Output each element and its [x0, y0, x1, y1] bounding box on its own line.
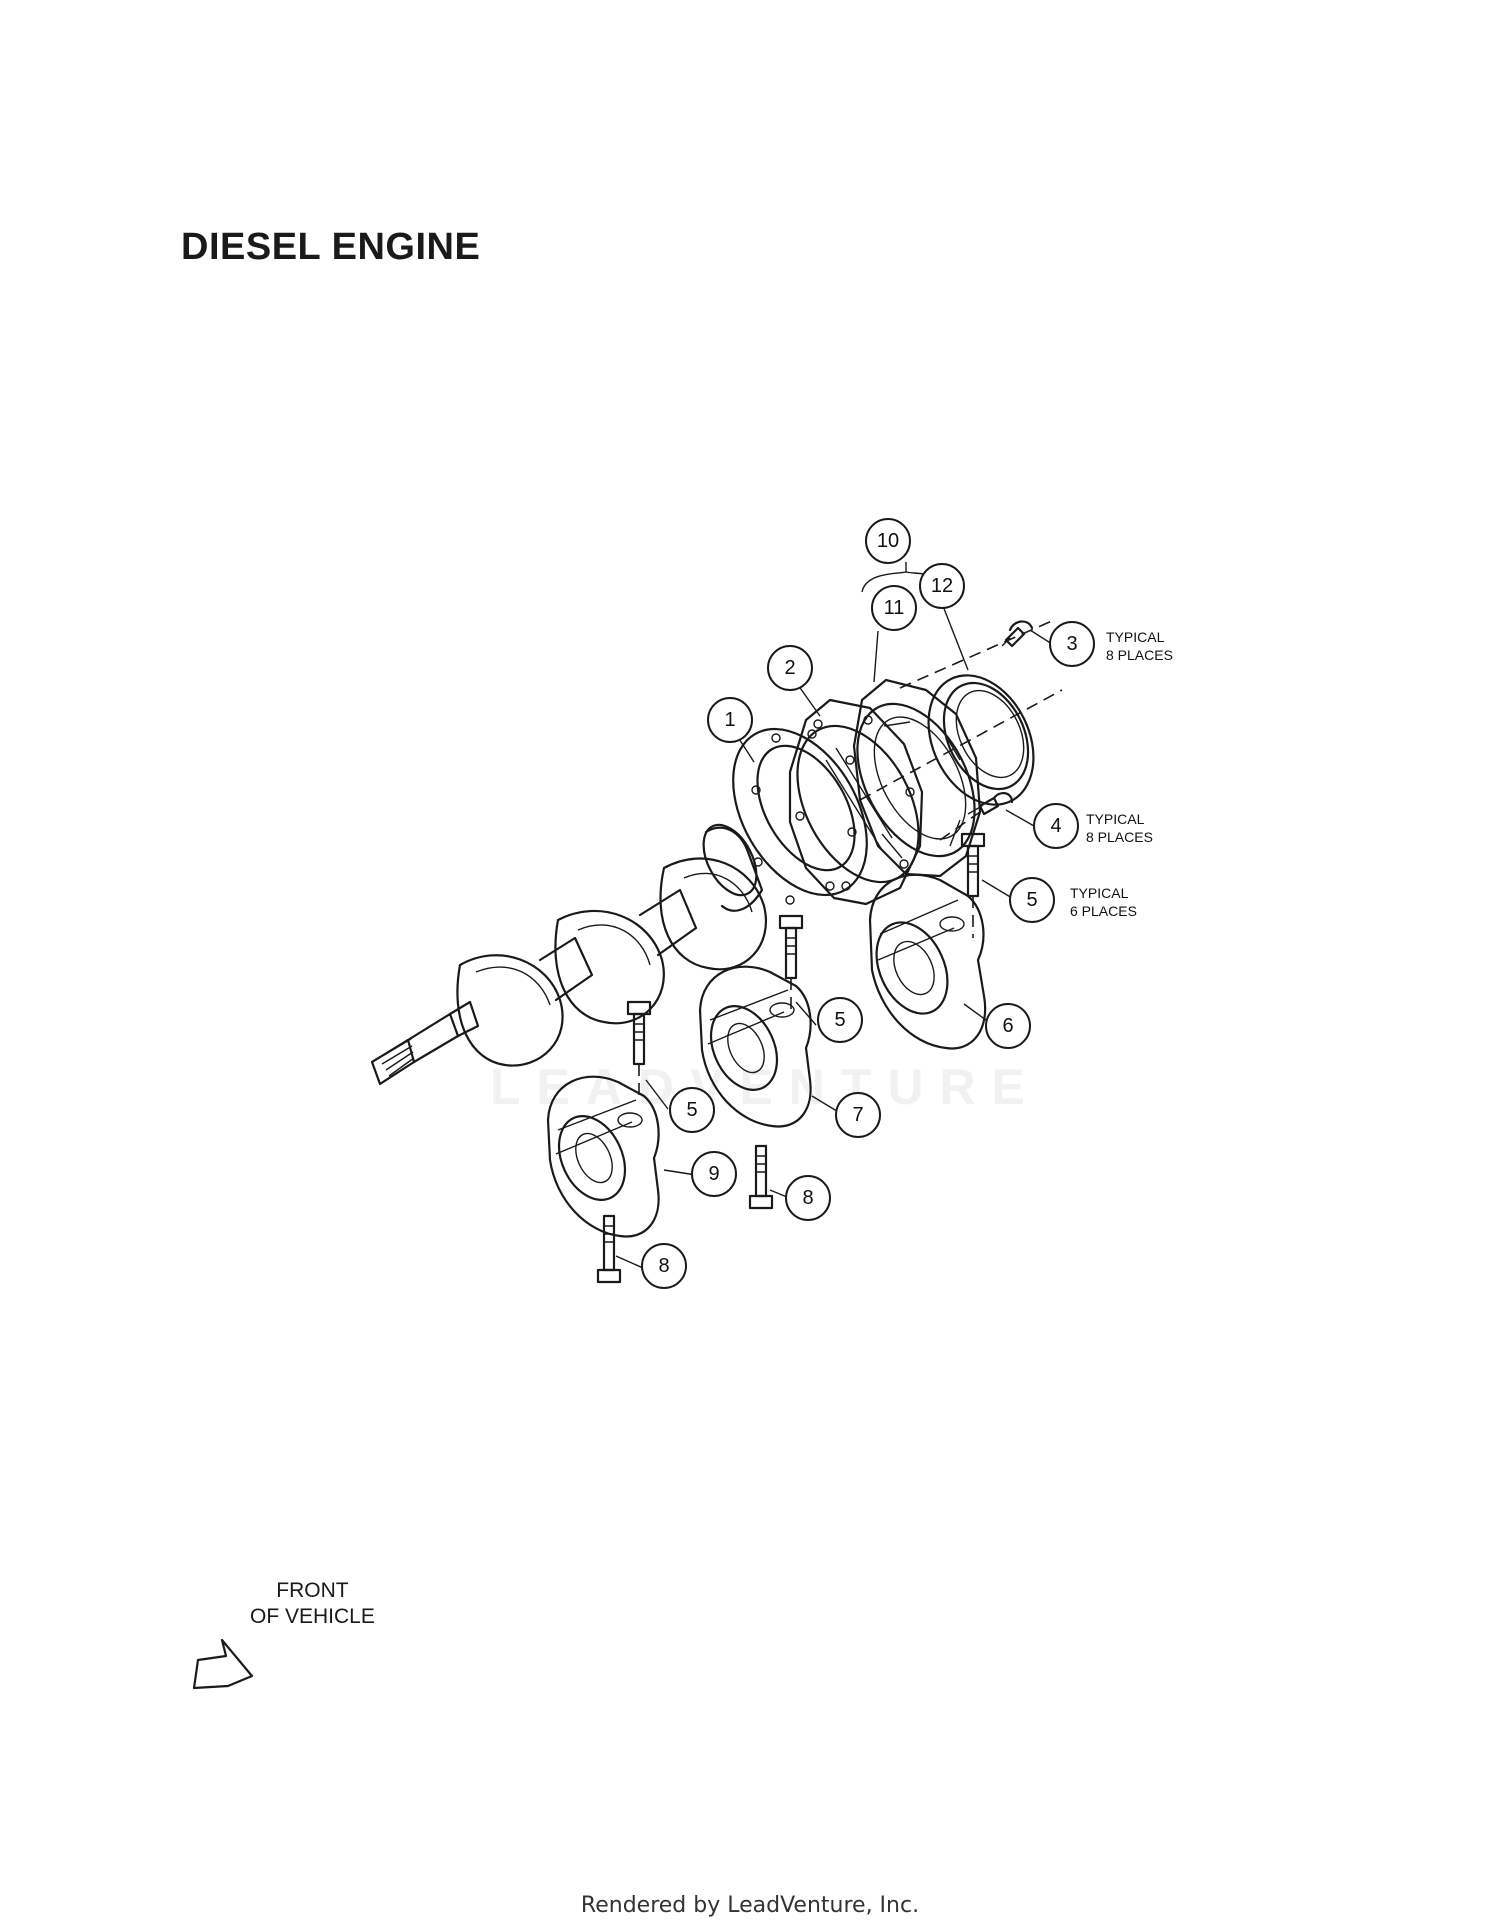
- svg-text:8 PLACES: 8 PLACES: [1086, 829, 1153, 845]
- svg-text:5: 5: [1026, 889, 1037, 911]
- callout-12: 12: [919, 563, 965, 609]
- svg-text:8: 8: [802, 1187, 813, 1209]
- front-of-vehicle-label: FRONT OF VEHICLE: [250, 1578, 375, 1630]
- svg-text:1: 1: [724, 709, 735, 731]
- svg-text:7: 7: [852, 1104, 863, 1126]
- svg-text:5: 5: [834, 1009, 845, 1031]
- alignment-line-lower: [939, 811, 981, 841]
- bolt-3: [1001, 620, 1034, 648]
- note-bolt-4: TYPICAL 8 PLACES: [1086, 811, 1153, 845]
- part-12-oil-seal: [927, 674, 1035, 806]
- bolt-8-middle: [748, 1144, 774, 1210]
- svg-text:2: 2: [784, 657, 795, 679]
- svg-text:TYPICAL: TYPICAL: [1106, 629, 1165, 645]
- note-bolt-3: TYPICAL 8 PLACES: [1106, 629, 1173, 663]
- callout-1: 1: [707, 697, 753, 743]
- watermark-text: LEADVENTURE: [490, 1059, 1042, 1115]
- bolt-4: [967, 792, 1014, 816]
- leader-lines: [615, 562, 1053, 1269]
- callout-5-lower: 5: [669, 1087, 715, 1133]
- svg-text:TYPICAL: TYPICAL: [1086, 811, 1145, 827]
- page-title: DIESEL ENGINE: [181, 226, 481, 268]
- callout-4: 4: [1033, 803, 1079, 849]
- svg-text:8: 8: [658, 1255, 669, 1277]
- part-6-bearing-cap: [868, 873, 987, 1050]
- front-arrow-icon: [192, 1638, 254, 1690]
- callout-2: 2: [767, 645, 813, 691]
- svg-text:6 PLACES: 6 PLACES: [1070, 903, 1137, 919]
- svg-text:10: 10: [877, 530, 899, 552]
- callout-8-lower: 8: [641, 1243, 687, 1289]
- alignment-line-upper: [899, 619, 1055, 689]
- svg-text:6: 6: [1002, 1015, 1013, 1037]
- front-label-line2: OF VEHICLE: [250, 1605, 375, 1628]
- alignment-line-middle: [859, 689, 1063, 801]
- callout-10: 10: [865, 518, 911, 564]
- callout-7: 7: [835, 1092, 881, 1138]
- svg-text:12: 12: [931, 575, 953, 597]
- callout-11: 11: [871, 585, 917, 631]
- svg-text:9: 9: [708, 1163, 719, 1185]
- svg-text:8 PLACES: 8 PLACES: [1106, 647, 1173, 663]
- bolt-8-lower: [596, 1214, 622, 1284]
- svg-text:5: 5: [686, 1099, 697, 1121]
- callout-9: 9: [691, 1151, 737, 1197]
- callout-8-middle: 8: [785, 1175, 831, 1221]
- part-9-bearing-cap: [546, 1075, 660, 1238]
- callout-5-middle: 5: [817, 997, 863, 1043]
- callout-6: 6: [985, 1003, 1031, 1049]
- bolt-5-upper-right: [960, 832, 986, 938]
- svg-text:11: 11: [884, 597, 905, 619]
- bolt-5-middle: [778, 914, 804, 1010]
- part-7-bearing-cap: [698, 965, 812, 1128]
- svg-text:3: 3: [1066, 633, 1077, 655]
- bolt-5-lower: [626, 1000, 652, 1100]
- front-label-line1: FRONT: [276, 1579, 349, 1602]
- svg-text:TYPICAL: TYPICAL: [1070, 885, 1129, 901]
- render-credit: Rendered by LeadVenture, Inc.: [580, 1893, 920, 1918]
- crankshaft: [370, 823, 767, 1086]
- note-bolt-5: TYPICAL 6 PLACES: [1070, 885, 1137, 919]
- callout-3: 3: [1049, 621, 1095, 667]
- callout-5-upper-right: 5: [1009, 877, 1055, 923]
- svg-text:4: 4: [1050, 815, 1061, 837]
